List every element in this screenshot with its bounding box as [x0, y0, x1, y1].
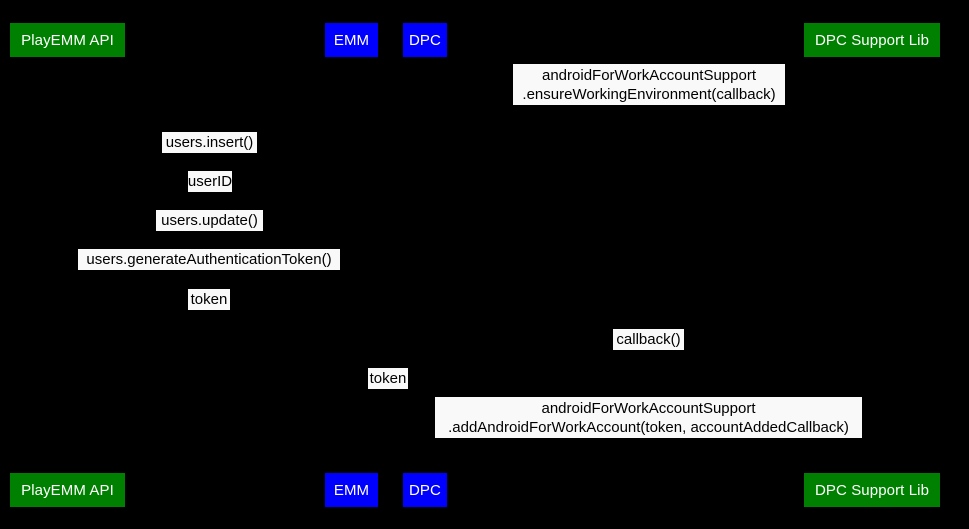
message-text-line1: users.insert() [165, 134, 254, 151]
message-label-m9[interactable]: androidForWorkAccountSupport.addAndroidF… [435, 397, 862, 438]
message-label-m5[interactable]: users.generateAuthenticationToken() [78, 249, 340, 270]
message-text-line1: users.update() [161, 212, 258, 229]
arrow-m5 [67, 276, 352, 277]
message-label-m8[interactable]: token [368, 368, 408, 389]
message-text-line1: userID [187, 173, 233, 190]
arrow-head-m4 [67, 233, 76, 242]
message-label-m2[interactable]: users.insert() [162, 132, 257, 153]
message-text-line1: androidForWorkAccountSupport [542, 66, 756, 84]
participant-dpclib-bottom[interactable]: DPC Support Lib [804, 473, 940, 507]
lifeline-dpclib [871, 57, 873, 473]
message-text-line2: .ensureWorkingEnvironment(callback) [522, 85, 776, 103]
participant-dpc-top[interactable]: DPC [403, 23, 447, 57]
participant-label: PlayEMM API [21, 31, 114, 49]
message-text-line1: token [190, 291, 228, 308]
arrow-head-m9 [864, 440, 872, 449]
participant-playemm-bottom[interactable]: PlayEMM API [10, 473, 125, 507]
lifeline-emm [351, 57, 352, 473]
message-label-m7[interactable]: callback() [613, 329, 684, 350]
arrow-m2 [67, 159, 352, 160]
arrow-m3 [67, 198, 352, 199]
message-text-line1: token [369, 370, 407, 387]
arrow-m7 [425, 356, 872, 357]
participant-label: EMM [333, 31, 370, 49]
participant-emm-top[interactable]: EMM [325, 23, 378, 57]
participant-label: EMM [333, 481, 370, 499]
message-text-line1: callback() [616, 331, 681, 348]
participant-label: DPC Support Lib [814, 481, 930, 499]
arrow-head-m2 [67, 155, 76, 164]
arrow-head-m1 [864, 107, 872, 116]
participant-emm-bottom[interactable]: EMM [325, 473, 378, 507]
message-text-line1: androidForWorkAccountSupport [541, 399, 756, 417]
message-text-line1: users.generateAuthenticationToken() [86, 251, 332, 268]
arrow-head-m8 [417, 391, 425, 400]
message-label-m3[interactable]: userID [188, 171, 232, 192]
message-label-m1[interactable]: androidForWorkAccountSupport.ensureWorki… [513, 64, 785, 105]
message-label-m6[interactable]: token [188, 289, 230, 310]
participant-label: DPC [409, 481, 441, 499]
participant-dpclib-top[interactable]: DPC Support Lib [804, 23, 940, 57]
arrow-m8 [351, 395, 425, 396]
participant-dpc-bottom[interactable]: DPC [403, 473, 447, 507]
arrow-head-m7 [425, 352, 433, 361]
participant-playemm-top[interactable]: PlayEMM API [10, 23, 125, 57]
arrow-head-m3 [343, 194, 352, 203]
arrow-m4 [67, 237, 352, 238]
lifeline-dpc [424, 57, 426, 473]
arrow-head-m6 [343, 312, 352, 321]
arrow-m6 [67, 316, 352, 317]
lifeline-playemm [67, 57, 68, 473]
participant-label: DPC Support Lib [814, 31, 930, 49]
arrow-m9 [425, 444, 872, 445]
message-label-m4[interactable]: users.update() [156, 210, 263, 231]
participant-label: PlayEMM API [21, 481, 114, 499]
arrow-head-m5 [67, 272, 76, 281]
message-text-line2: .addAndroidForWorkAccount(token, account… [448, 418, 849, 436]
arrow-m1 [425, 111, 872, 112]
participant-label: DPC [409, 31, 441, 49]
